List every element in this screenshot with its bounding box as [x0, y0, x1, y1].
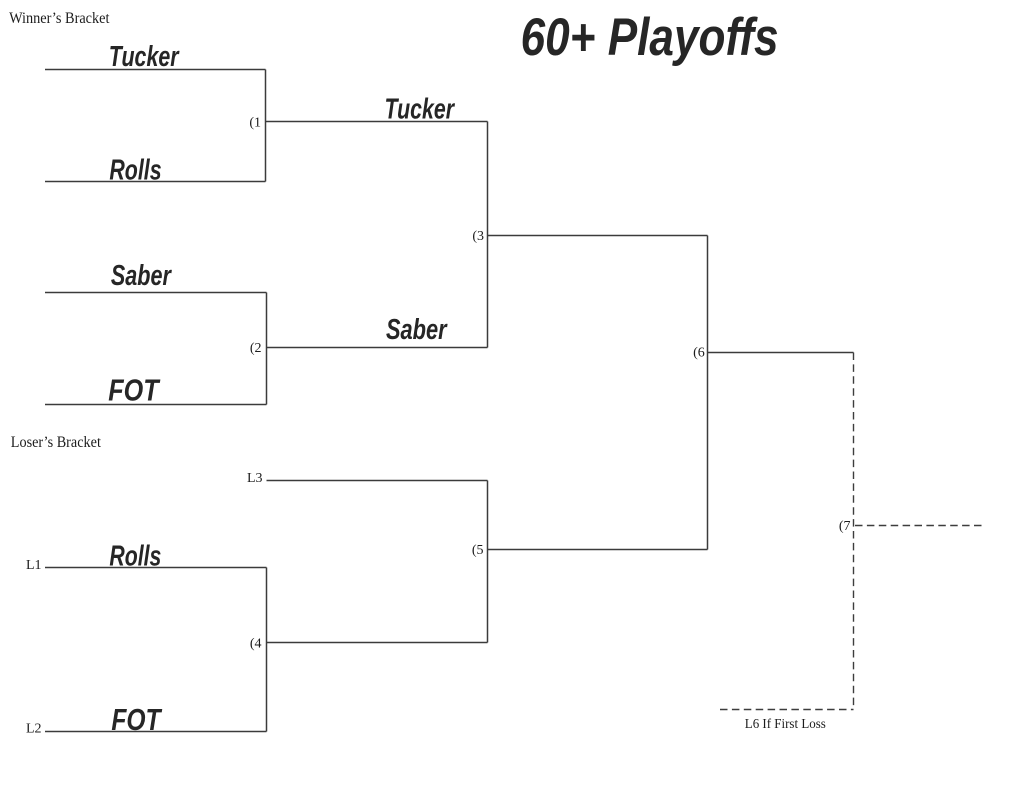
svg-text:FOT: FOT — [111, 702, 163, 737]
svg-text:FOT: FOT — [108, 372, 161, 407]
svg-text:Loser’s Bracket: Loser’s Bracket — [11, 434, 102, 451]
svg-text:Saber: Saber — [111, 260, 172, 292]
svg-text:(5: (5 — [472, 543, 484, 558]
svg-text:Tucker: Tucker — [109, 41, 180, 73]
svg-text:L1: L1 — [26, 558, 42, 573]
svg-text:L3: L3 — [247, 471, 263, 486]
svg-text:Rolls: Rolls — [109, 541, 161, 573]
svg-text:(1: (1 — [249, 115, 261, 130]
svg-text:(4: (4 — [250, 637, 262, 652]
svg-text:60+ Playoffs: 60+ Playoffs — [521, 8, 779, 67]
svg-text:Winner’s Bracket: Winner’s Bracket — [9, 10, 110, 27]
svg-text:Rolls: Rolls — [109, 155, 161, 187]
svg-text:Saber: Saber — [386, 314, 448, 346]
svg-text:Tucker: Tucker — [385, 93, 456, 125]
svg-text:(2: (2 — [250, 341, 262, 356]
svg-text:(6: (6 — [693, 346, 705, 361]
svg-text:L6 If First Loss: L6 If First Loss — [745, 717, 826, 732]
svg-text:L2: L2 — [26, 722, 42, 737]
svg-text:(7: (7 — [839, 519, 851, 534]
svg-text:(3: (3 — [472, 229, 484, 244]
